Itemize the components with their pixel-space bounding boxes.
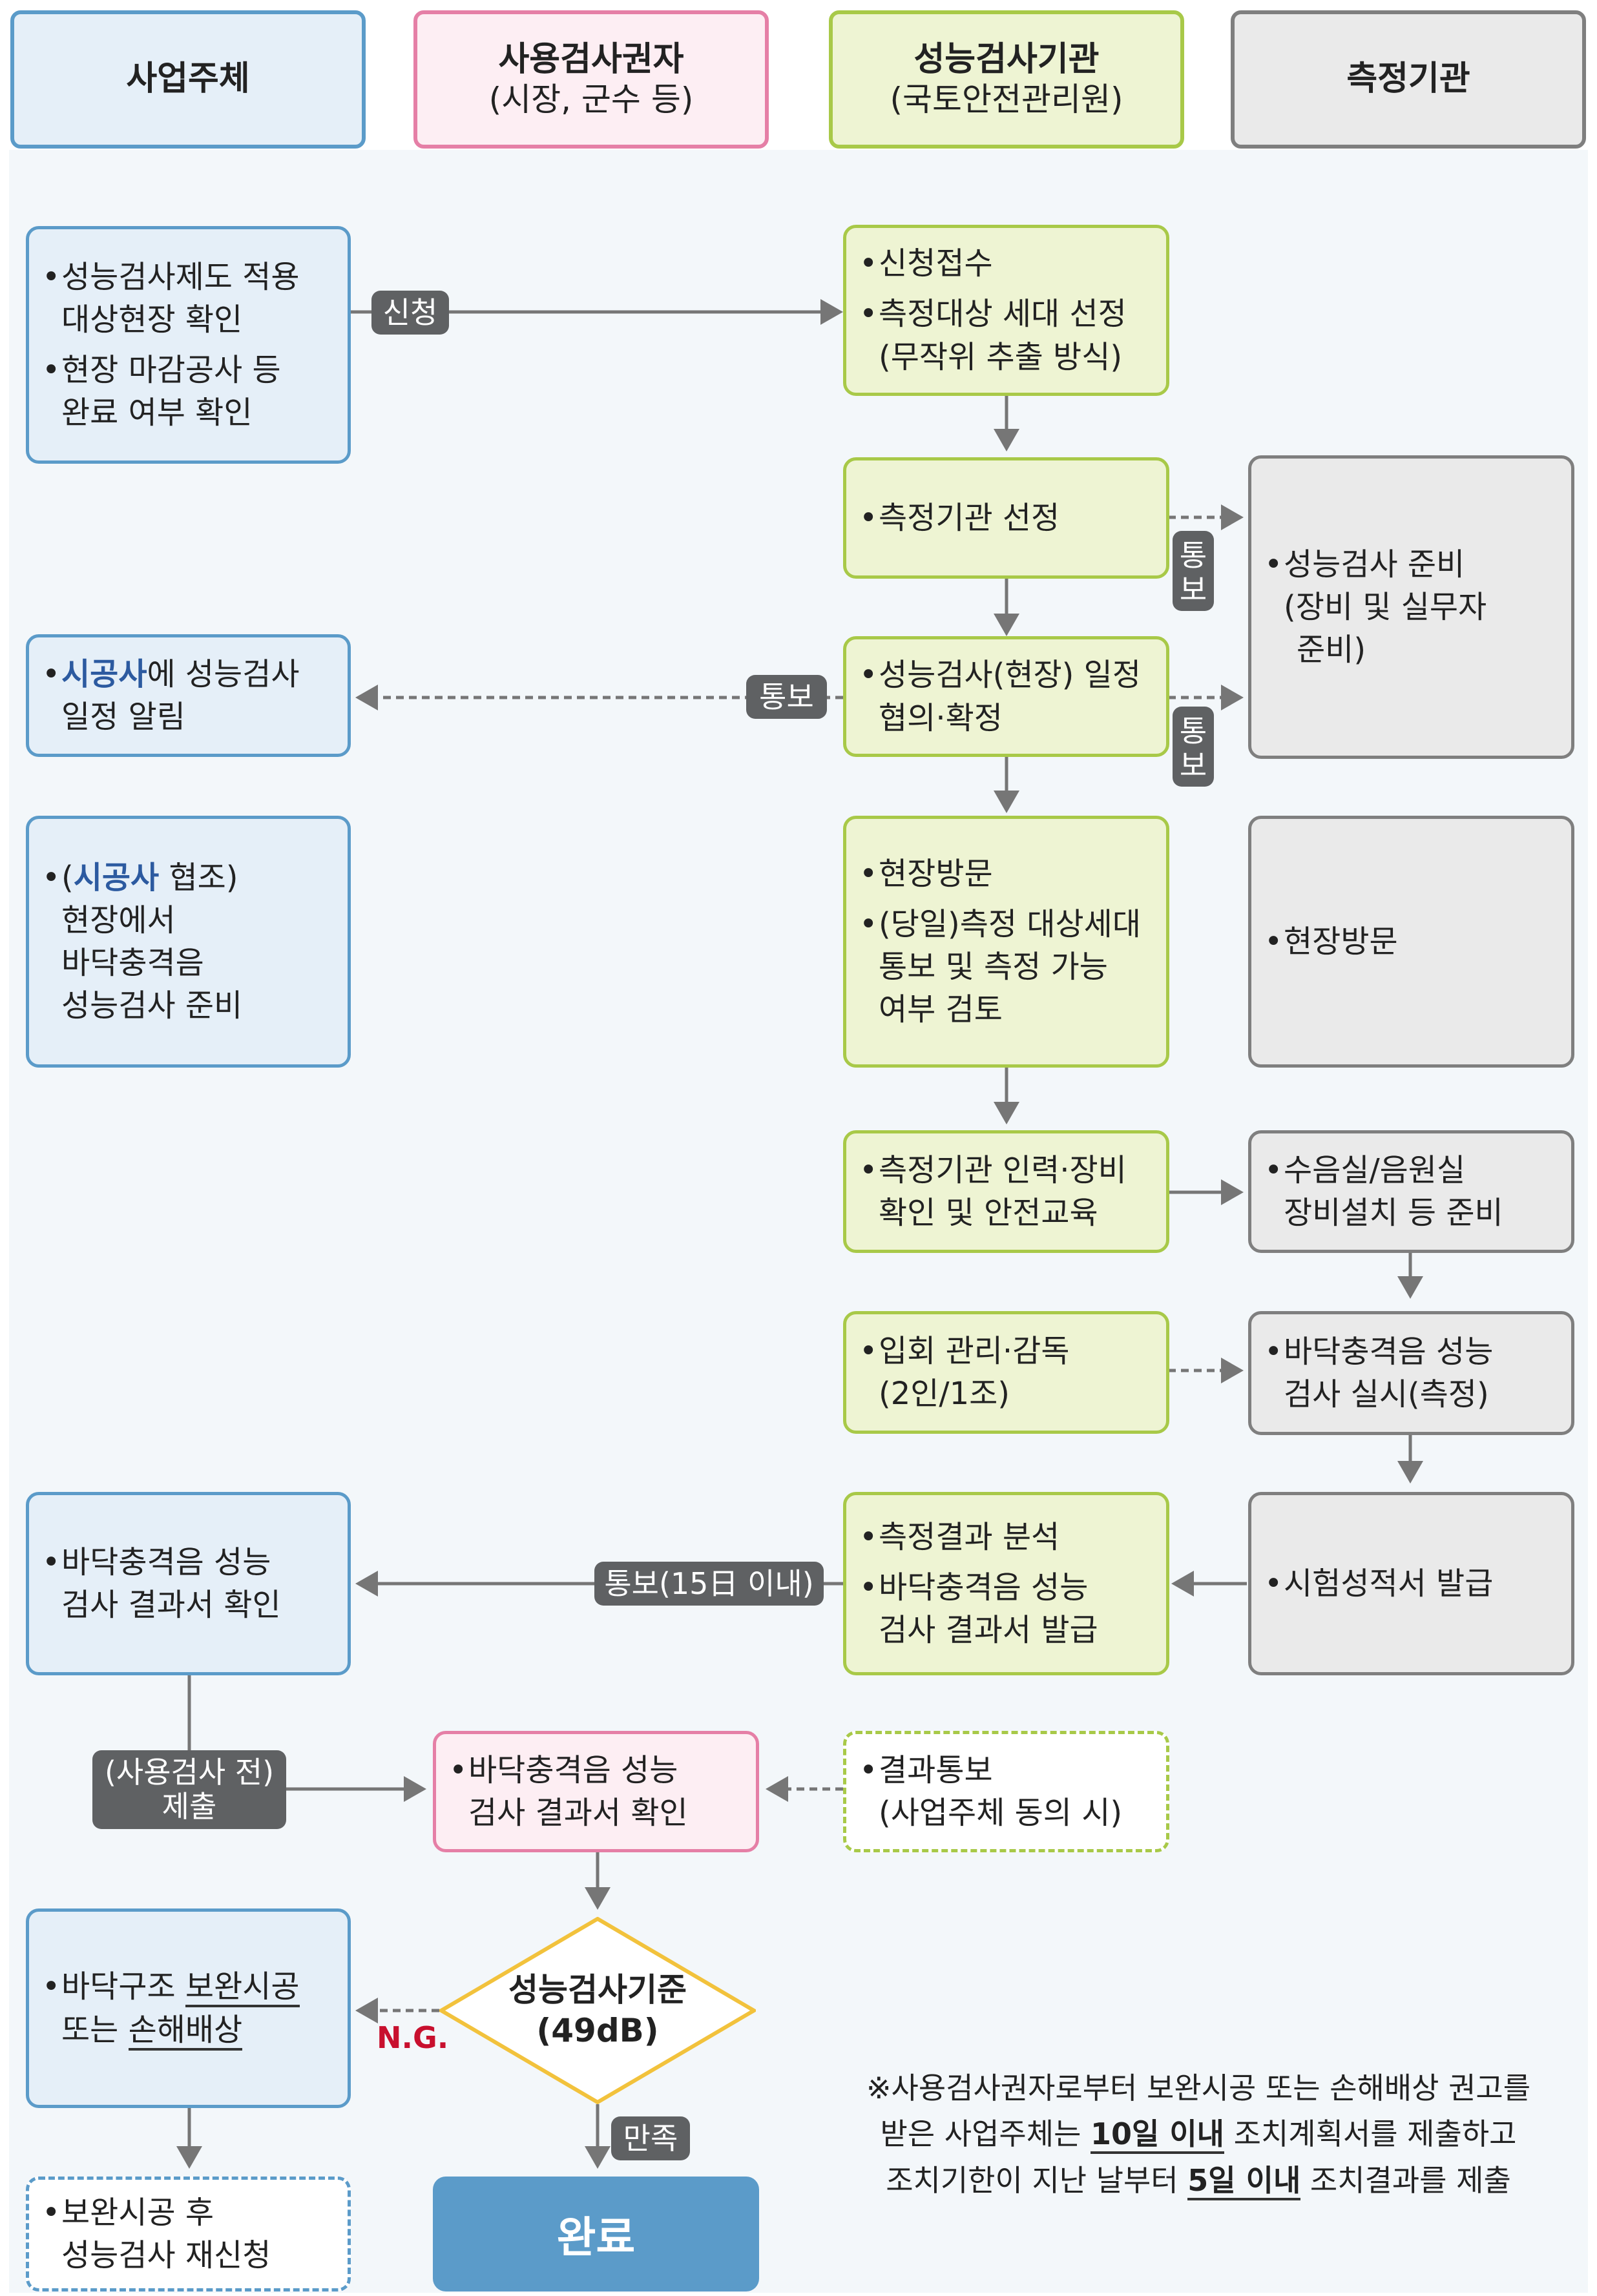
label-satisfied: 만족 bbox=[611, 2116, 690, 2160]
label-notify: 통보 bbox=[746, 675, 827, 719]
box-site-visit-agency: 현장방문 (당일)측정 대상세대 통보 및 측정 가능 여부 검토 bbox=[843, 816, 1169, 1068]
header-agency-subtitle: (국토안전관리원) bbox=[890, 81, 1123, 119]
list-item: 신청접수 bbox=[859, 242, 1149, 285]
remediation-underline: 보완시공 bbox=[185, 1969, 300, 2008]
list-item: 성능검사(현장) 일정 협의·확정 bbox=[859, 654, 1149, 739]
box-select-measure-org: 측정기관 선정 bbox=[843, 457, 1169, 579]
header-business-title: 사업주체 bbox=[126, 59, 250, 99]
list-item: 결과통보 (사업주체 동의 시) bbox=[859, 1749, 1149, 1834]
header-measure: 측정기관 bbox=[1231, 10, 1586, 149]
list-item: 바닥충격음 성능 검사 결과서 확인 bbox=[42, 1541, 331, 1626]
header-agency: 성능검사기관 (국토안전관리원) bbox=[829, 10, 1184, 149]
box-result-review-approver: 바닥충격음 성능 검사 결과서 확인 bbox=[433, 1731, 759, 1852]
list-item: 바닥충격음 성능 검사 실시(측정) bbox=[1264, 1330, 1554, 1416]
deadline-5days: 5일 이내 bbox=[1187, 2162, 1301, 2200]
box-site-check: 성능검사제도 적용 대상현장 확인 현장 마감공사 등 완료 여부 확인 bbox=[26, 226, 351, 464]
list-item: 바닥충격음 성능 검사 결과서 확인 bbox=[449, 1749, 739, 1834]
ng-label: N.G. bbox=[377, 2020, 449, 2055]
box-test-report: 시험성적서 발급 bbox=[1248, 1492, 1574, 1675]
list-item: 성능검사제도 적용 대상현장 확인 bbox=[42, 256, 331, 341]
list-item: 시공사에 성능검사 일정 알림 bbox=[42, 653, 331, 738]
list-item: 현장 마감공사 등 완료 여부 확인 bbox=[42, 349, 331, 434]
box-schedule-confirm: 성능검사(현장) 일정 협의·확정 bbox=[843, 636, 1169, 757]
list-item: 시험성적서 발급 bbox=[1264, 1562, 1554, 1605]
box-equipment-setup: 수음실/음원실 장비설치 등 준비 bbox=[1248, 1130, 1574, 1253]
list-item: 보완시공 후 성능검사 재신청 bbox=[42, 2191, 331, 2277]
list-item: 입회 관리·감독 (2인/1조) bbox=[859, 1330, 1149, 1415]
box-remediation: 바닥구조 보완시공 또는 손해배상 bbox=[26, 1908, 351, 2108]
header-approver-subtitle: (시장, 군수 등) bbox=[488, 81, 694, 119]
box-result-review-business: 바닥충격음 성능 검사 결과서 확인 bbox=[26, 1492, 351, 1675]
box-result-notice: 결과통보 (사업주체 동의 시) bbox=[843, 1731, 1169, 1852]
list-item: 측정기관 인력·장비 확인 및 안전교육 bbox=[859, 1149, 1149, 1234]
header-approver-title: 사용검사권자 bbox=[498, 39, 684, 79]
list-item: 현장방문 bbox=[1264, 920, 1554, 963]
contractor-highlight: 시공사 bbox=[61, 656, 147, 692]
contractor-highlight: 시공사 bbox=[73, 859, 160, 896]
box-site-prep: (시공사 협조) 현장에서 바닥충격음 성능검사 준비 bbox=[26, 816, 351, 1068]
footnote: ※사용검사권자로부터 보완시공 또는 손해배상 권고를 받은 사업주체는 10일… bbox=[811, 2065, 1586, 2204]
box-notify-contractor: 시공사에 성능검사 일정 알림 bbox=[26, 634, 351, 757]
label-submit: (사용검사 전) 제출 bbox=[92, 1750, 286, 1829]
label-apply: 신청 bbox=[371, 291, 449, 335]
box-application-receipt: 신청접수 측정대상 세대 선정 (무작위 추출 방식) bbox=[843, 225, 1169, 396]
decision-diamond bbox=[439, 1917, 756, 2104]
deadline-10days: 10일 이내 bbox=[1091, 2116, 1225, 2155]
box-inspection-prep: 성능검사 준비 (장비 및 실무자 준비) bbox=[1248, 455, 1574, 759]
box-result-analysis: 측정결과 분석 바닥충격음 성능 검사 결과서 발급 bbox=[843, 1492, 1169, 1675]
list-item: 현장방문 bbox=[859, 853, 1149, 895]
list-item: 수음실/음원실 장비설치 등 준비 bbox=[1264, 1149, 1554, 1234]
complete-box: 완료 bbox=[433, 2177, 759, 2291]
box-safety-education: 측정기관 인력·장비 확인 및 안전교육 bbox=[843, 1130, 1169, 1253]
header-measure-title: 측정기관 bbox=[1346, 59, 1470, 99]
header-agency-title: 성능검사기관 bbox=[913, 39, 1100, 79]
list-item: 바닥구조 보완시공 또는 손해배상 bbox=[42, 1965, 331, 2051]
box-reapply: 보완시공 후 성능검사 재신청 bbox=[26, 2177, 351, 2291]
compensation-underline: 손해배상 bbox=[128, 2011, 243, 2051]
list-item: (시공사 협조) 현장에서 바닥충격음 성능검사 준비 bbox=[42, 856, 331, 1028]
box-site-visit-measure: 현장방문 bbox=[1248, 816, 1574, 1068]
box-supervision: 입회 관리·감독 (2인/1조) bbox=[843, 1311, 1169, 1434]
list-item: 측정기관 선정 bbox=[859, 497, 1149, 539]
header-approver: 사용검사권자 (시장, 군수 등) bbox=[413, 10, 769, 149]
header-business: 사업주체 bbox=[10, 10, 366, 149]
label-notify-15days: 통보(15日 이내) bbox=[594, 1562, 824, 1606]
box-measurement: 바닥충격음 성능 검사 실시(측정) bbox=[1248, 1311, 1574, 1435]
list-item: 바닥충격음 성능 검사 결과서 발급 bbox=[859, 1566, 1149, 1651]
decision-text: 성능검사기준 (49dB) bbox=[508, 1971, 687, 2049]
list-item: 측정결과 분석 bbox=[859, 1516, 1149, 1558]
list-item: (당일)측정 대상세대 통보 및 측정 가능 여부 검토 bbox=[859, 903, 1149, 1031]
list-item: 측정대상 세대 선정 (무작위 추출 방식) bbox=[859, 293, 1149, 378]
list-item: 성능검사 준비 (장비 및 실무자 준비) bbox=[1264, 543, 1554, 672]
